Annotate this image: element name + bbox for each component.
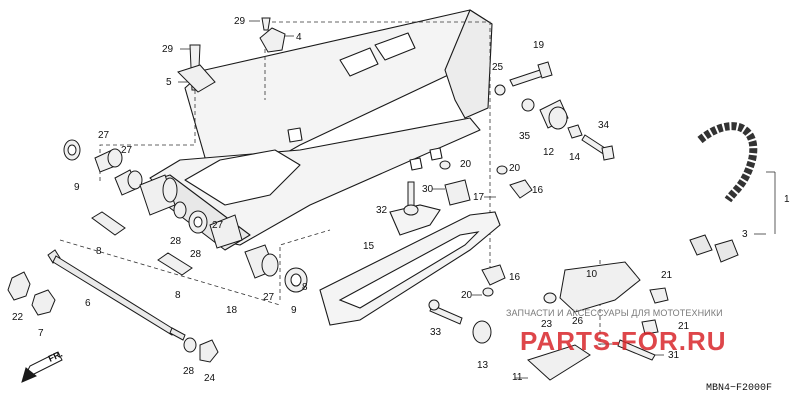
part-label-17: 17	[473, 192, 485, 203]
part-label-1: 1	[784, 194, 790, 205]
part-label-8a: 8	[96, 246, 102, 257]
part-label-27b: 27	[121, 145, 133, 156]
part-label-16b: 16	[532, 185, 544, 196]
part-label-16a: 16	[509, 272, 521, 283]
part-label-24: 24	[204, 373, 216, 384]
part-label-5: 5	[166, 77, 172, 88]
part-label-26: 26	[572, 316, 584, 327]
part-label-31: 31	[668, 350, 680, 361]
part-label-4: 4	[296, 32, 302, 43]
part-label-9b: 9	[291, 305, 297, 316]
part-label-33: 33	[430, 327, 442, 338]
small-parts-left	[7, 17, 286, 363]
part-label-13: 13	[477, 360, 489, 371]
part-label-20a: 20	[460, 159, 472, 170]
part-label-12: 12	[543, 147, 555, 158]
part-label-11: 11	[512, 372, 523, 383]
part-label-27c: 27	[212, 220, 224, 231]
part-label-22: 22	[12, 312, 24, 323]
part-label-25: 25	[492, 62, 504, 73]
part-label-21a: 21	[661, 270, 673, 281]
part-label-19: 19	[533, 40, 545, 51]
part-label-28b: 28	[190, 249, 202, 260]
diagram-code: MBN4−F2000F	[706, 383, 772, 394]
part-label-27d: 27	[263, 292, 275, 303]
watermark-logo: PARTS-FOR.RU	[520, 326, 727, 356]
part-label-29b: 29	[162, 44, 174, 55]
part-label-21b: 21	[678, 321, 690, 332]
part-label-28a: 28	[170, 236, 182, 247]
part-label-20b: 20	[509, 163, 521, 174]
bearings-left	[63, 139, 308, 293]
part-label-23: 23	[541, 319, 553, 330]
part-label-6: 6	[85, 298, 91, 309]
part-label-15: 15	[363, 241, 375, 252]
chain-case	[319, 204, 501, 326]
label-ticks	[178, 20, 776, 379]
part-label-8b: 8	[175, 290, 181, 301]
part-label-20c: 20	[461, 290, 473, 301]
part-label-32: 32	[376, 205, 388, 216]
part-label-3: 3	[742, 229, 748, 240]
part-label-8c: 8	[302, 282, 308, 293]
part-label-10: 10	[586, 269, 598, 280]
part-label-30: 30	[422, 184, 434, 195]
pivot-bolt	[47, 249, 186, 341]
watermark-text: ЗАПЧАСТИ И АКСЕССУАРЫ ДЛЯ МОТОТЕХНИКИ	[506, 308, 723, 318]
watermark: ЗАПЧАСТИ И АКСЕССУАРЫ ДЛЯ МОТОТЕХНИКИ PA…	[506, 308, 727, 356]
part-number-labels: 1 3 4 5 6 7 8 8 8 9 9 10 11 12 13 14 15 …	[12, 16, 790, 384]
part-label-18: 18	[226, 305, 238, 316]
part-label-34: 34	[598, 120, 610, 131]
part-label-35: 35	[519, 131, 531, 142]
part-label-29a: 29	[234, 16, 246, 27]
small-parts-right	[403, 61, 669, 381]
front-label: FR.	[47, 349, 64, 364]
part-label-9a: 9	[74, 182, 80, 193]
part-label-7: 7	[38, 328, 44, 339]
part-label-14: 14	[569, 152, 581, 163]
part-label-28c: 28	[183, 366, 195, 377]
drive-chain	[689, 122, 758, 263]
front-direction-indicator: FR.	[21, 349, 64, 383]
part-label-27a: 27	[98, 130, 110, 141]
